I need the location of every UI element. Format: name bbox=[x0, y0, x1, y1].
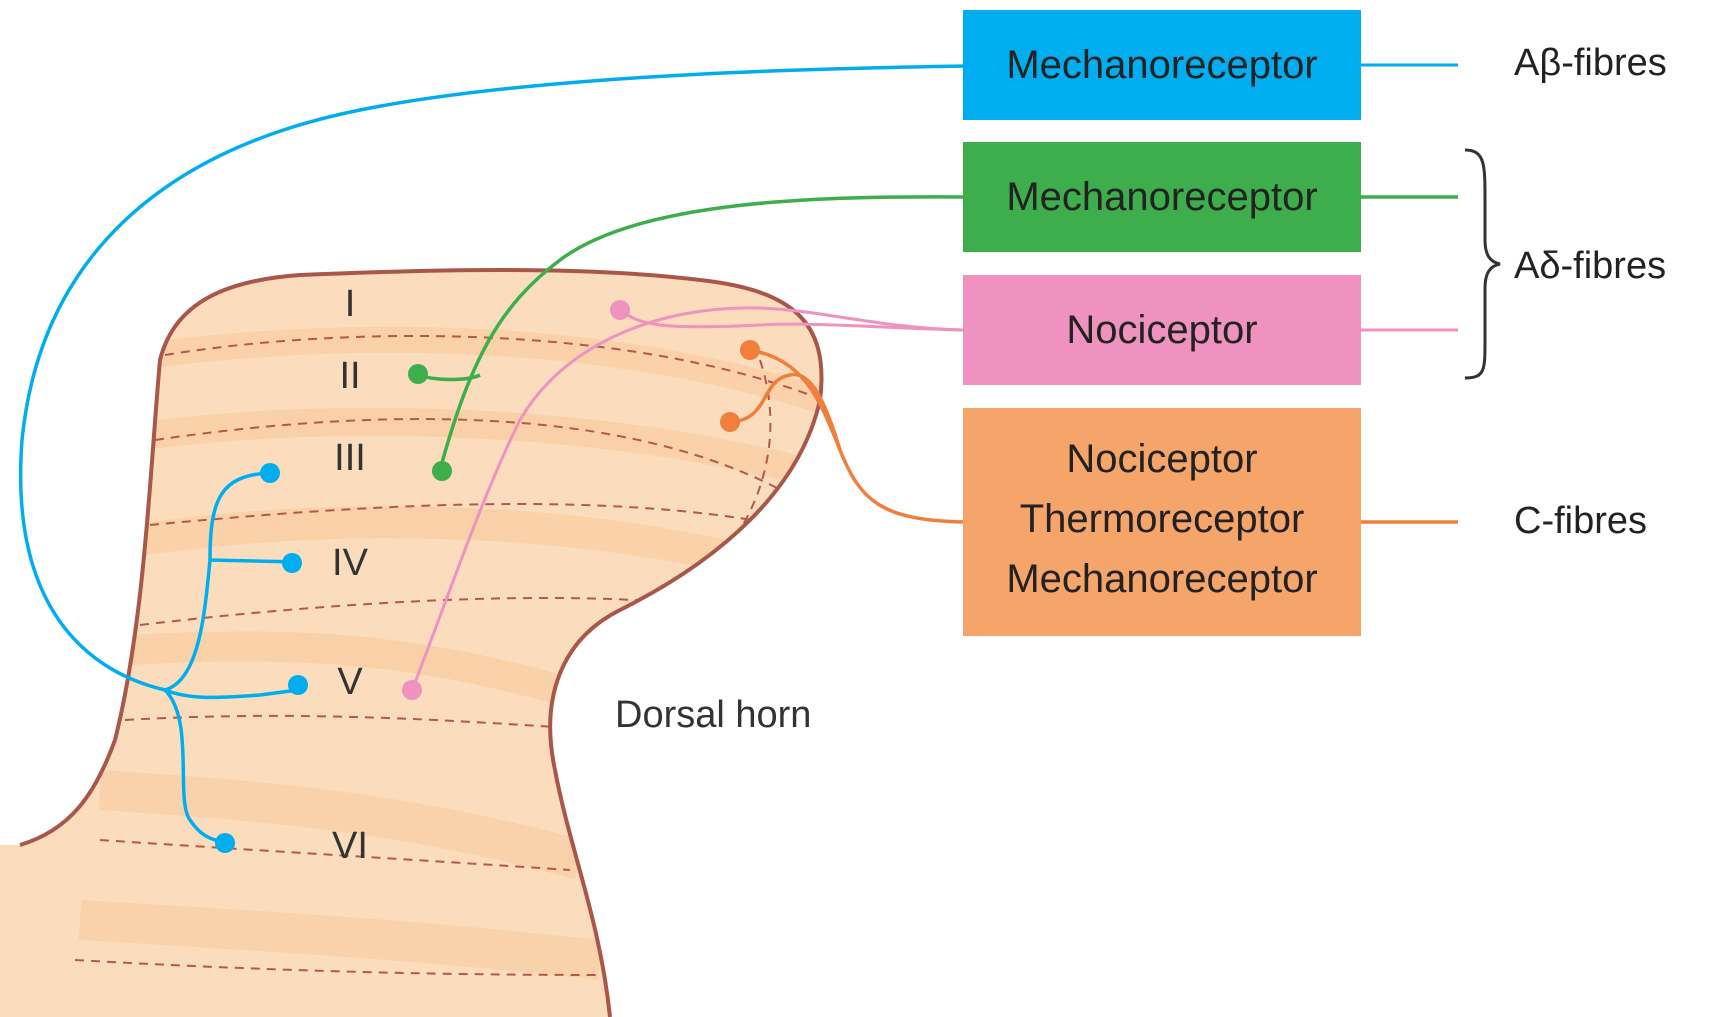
box-adelta-nociceptor: Nociceptor bbox=[963, 275, 1361, 385]
dorsal-horn-label: Dorsal horn bbox=[615, 694, 811, 736]
lamina-label-v: V bbox=[337, 661, 363, 703]
abeta-fibres-label: Aβ-fibres bbox=[1514, 42, 1667, 84]
adelta-mech-terminal-ii bbox=[408, 364, 428, 384]
box-c-thermoreceptor-label: Thermoreceptor bbox=[1020, 497, 1305, 541]
lamina-label-vi: VI bbox=[332, 825, 368, 867]
adelta-mech-terminal-iii bbox=[432, 461, 452, 481]
adelta-brace bbox=[1465, 150, 1500, 378]
c-fibre-terminal-a bbox=[740, 340, 760, 360]
abeta-terminal-iv bbox=[282, 553, 302, 573]
box-abeta-mechanoreceptor-label: Mechanoreceptor bbox=[1006, 43, 1317, 87]
adelta-noci-terminal-v bbox=[402, 680, 422, 700]
abeta-terminal-iii bbox=[260, 463, 280, 483]
box-c-nociceptor-label: Nociceptor bbox=[1066, 437, 1257, 481]
dorsal-horn bbox=[0, 270, 822, 1017]
abeta-terminal-vi bbox=[215, 833, 235, 853]
lamina-label-iii: III bbox=[334, 437, 366, 479]
lamina-label-ii: II bbox=[339, 355, 360, 397]
abeta-terminal-v bbox=[288, 675, 308, 695]
c-fibre-terminal-b bbox=[720, 412, 740, 432]
box-adelta-nociceptor-label: Nociceptor bbox=[1066, 308, 1257, 352]
lamina-label-i: I bbox=[345, 283, 356, 325]
box-adelta-mechanoreceptor-label: Mechanoreceptor bbox=[1006, 175, 1317, 219]
box-abeta-mechanoreceptor: Mechanoreceptor bbox=[963, 10, 1361, 120]
c-fibres-label: C-fibres bbox=[1514, 500, 1647, 542]
box-c-fibre-receptors: Nociceptor Thermoreceptor Mechanorecepto… bbox=[963, 408, 1361, 636]
box-c-mechanoreceptor-label: Mechanoreceptor bbox=[1006, 557, 1317, 601]
adelta-fibres-label: Aδ-fibres bbox=[1514, 245, 1666, 287]
box-adelta-mechanoreceptor: Mechanoreceptor bbox=[963, 142, 1361, 252]
lamina-label-iv: IV bbox=[332, 542, 369, 584]
adelta-noci-terminal-i bbox=[610, 300, 630, 320]
